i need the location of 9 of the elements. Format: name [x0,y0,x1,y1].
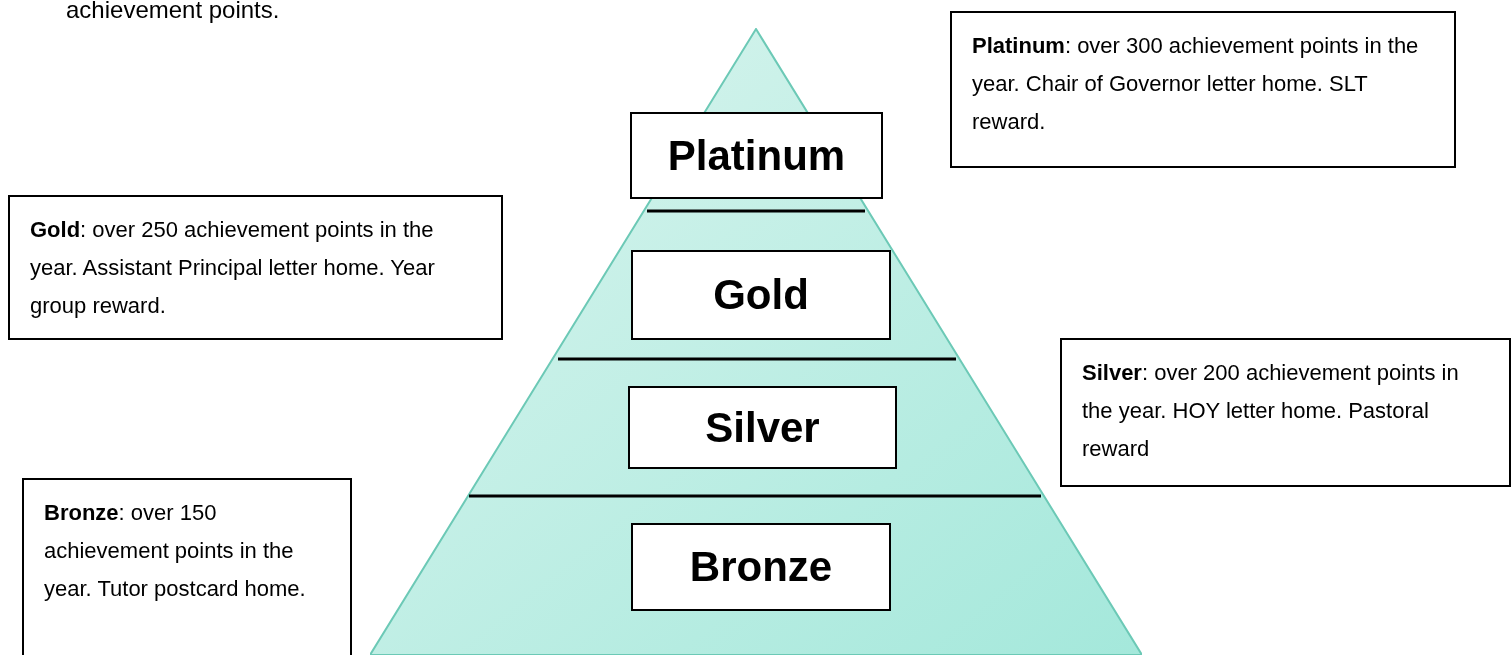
description-box: Bronze: over 150 achievement points in the year. Tutor postcard home. [22,478,352,655]
tier-label-box: Silver [628,386,897,469]
note-text: achievement points. [66,0,280,24]
tier-label-box: Platinum [630,112,883,199]
description-box: Platinum: over 300 achievement points in the year. Chair of Governor letter home. SLT reward. [950,11,1456,168]
description-box: Gold: over 250 achievement points in the year. Assistant Principal letter home. Year group reward. [8,195,503,340]
tier-label-box: Gold [631,250,891,340]
description-box: Silver: over 200 achievement points in the year. HOY letter home. Pastoral reward [1060,338,1511,487]
tier-label-box: Bronze [631,523,891,611]
